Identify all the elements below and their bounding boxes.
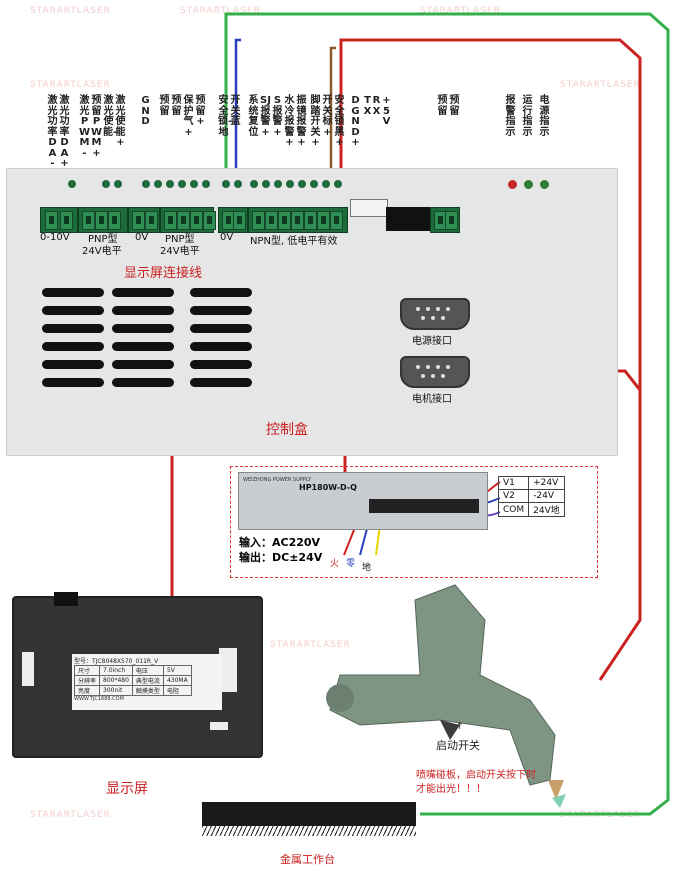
watermark: STARARTLASER bbox=[420, 6, 501, 16]
screen-model: 型号：TJC8048X570_011R_V bbox=[74, 658, 159, 665]
gun-note-line-1: 喷嘴碰板，启动开关按下时 bbox=[416, 770, 536, 781]
power-port-label: 电源接口 bbox=[412, 336, 452, 347]
label-da-plus: 激光功率DA+ bbox=[59, 95, 70, 169]
pnp-voltage-label-2: 24V电平 bbox=[160, 246, 200, 257]
label-reserve-right-2: 预留 bbox=[449, 95, 460, 117]
label-foot-switch: 脚踏开关+ bbox=[310, 95, 321, 148]
label-switch-blue: 开关蓝 bbox=[230, 95, 241, 127]
gun-note-line-2: 才能出光！！！ bbox=[416, 784, 486, 795]
label-dgnd: DGND+ bbox=[351, 95, 360, 148]
label-pwm-minus: 激光PWM- bbox=[79, 95, 91, 159]
motor-port-label: 电机接口 bbox=[412, 394, 452, 405]
label-water-alarm: 水冷报警+ bbox=[284, 95, 295, 148]
switch-arrow-icon: ↑ bbox=[456, 722, 464, 732]
connector-housing bbox=[386, 207, 430, 231]
neutral-wire-label: 零 bbox=[346, 559, 356, 569]
label-safety-lock-ground: 安全锁-地 bbox=[218, 95, 233, 138]
label-switch-mark: 开关标+ bbox=[322, 95, 333, 138]
display-connector[interactable] bbox=[350, 199, 388, 217]
zero-volt-label-2: 0V bbox=[220, 232, 234, 243]
red-signal-wire bbox=[339, 38, 642, 681]
earth-wire-label: 地 bbox=[362, 563, 372, 573]
worktable-label: 金属工作台 bbox=[280, 853, 335, 866]
screen-side-port bbox=[22, 652, 34, 686]
label-sj-alarm: SJ报警+ bbox=[260, 95, 271, 138]
label-reserve-right-1: 预留 bbox=[437, 95, 448, 117]
psu-brand: WEIZHONG POWER SUPPLY bbox=[243, 477, 312, 483]
label-run-indicator: 运行指示 bbox=[522, 95, 533, 138]
npn-label: NPN型, 低电平有效 bbox=[250, 236, 338, 247]
display-screen-label: 显示屏 bbox=[106, 781, 148, 797]
label-enable-plus: 激光使能+ bbox=[115, 95, 126, 148]
label-enable-minus: 激光使能- bbox=[103, 95, 118, 138]
label-rx: RX bbox=[372, 95, 381, 117]
label-system-reset: 系统复位 bbox=[248, 95, 259, 138]
alarm-led-icon bbox=[508, 180, 517, 189]
label-reserve-1: 预留 bbox=[159, 95, 170, 117]
power-supply-unit: WEIZHONG POWER SUPPLY HP180W-D-Q bbox=[238, 472, 488, 530]
screen-side-port-right bbox=[219, 648, 237, 692]
start-switch-label: 启动开关 bbox=[436, 739, 480, 752]
metal-worktable bbox=[202, 802, 416, 836]
psu-terminal-block bbox=[369, 499, 479, 513]
pnp-voltage-label-1: 24V电平 bbox=[82, 246, 122, 257]
terminal-block-pnp-2[interactable] bbox=[160, 207, 216, 233]
label-power-indicator: 电源指示 bbox=[539, 95, 550, 138]
label-galvo-alarm: 振镜报警+ bbox=[296, 95, 307, 148]
label-5v: +5V bbox=[382, 95, 391, 127]
screen-url: WWW.TJC1688.COM bbox=[74, 696, 124, 702]
pnp-label-1: PNP型 bbox=[88, 234, 118, 245]
display-cable-label: 显示屏连接线 bbox=[124, 266, 203, 281]
live-wire-label: 火 bbox=[330, 559, 340, 569]
psu-section bbox=[230, 466, 598, 578]
label-safety-lock-black: 安全锁黑+ bbox=[334, 95, 345, 148]
green-ground-wire bbox=[224, 12, 670, 816]
psu-input-label: 输入：AC220V bbox=[239, 536, 321, 549]
control-box-label: 控制盒 bbox=[266, 422, 308, 438]
psu-model: HP180W-D-Q bbox=[299, 483, 357, 492]
terminal-block-pnp-1[interactable] bbox=[78, 207, 128, 233]
zero-volt-label-1: 0V bbox=[135, 232, 149, 243]
power-port-connector[interactable] bbox=[400, 298, 470, 330]
watermark: STARARTLASER bbox=[30, 6, 111, 16]
run-led-icon bbox=[524, 180, 533, 189]
screen-connector bbox=[54, 592, 78, 606]
terminal-block-analog[interactable] bbox=[40, 207, 78, 233]
watermark: STARARTLASER bbox=[30, 80, 111, 90]
pnp-label-2: PNP型 bbox=[165, 234, 195, 245]
blue-wire bbox=[234, 38, 241, 176]
power-led-icon bbox=[540, 180, 549, 189]
terminal-block-npn[interactable] bbox=[248, 207, 348, 233]
terminal-block-0v[interactable] bbox=[218, 207, 248, 233]
watermark: STARARTLASER bbox=[180, 6, 261, 16]
laser-gun-icon bbox=[326, 584, 566, 808]
screen-sticker bbox=[210, 722, 228, 730]
terminal-block-gnd[interactable] bbox=[128, 207, 160, 233]
analog-label: 0-10V bbox=[40, 232, 70, 243]
label-reserve-2: 预留 bbox=[171, 95, 182, 117]
label-alarm-indicator: 报警指示 bbox=[505, 95, 516, 138]
watermark: STARARTLASER bbox=[30, 810, 111, 820]
watermark: STARARTLASER bbox=[560, 80, 641, 90]
psu-output-label: 输出：DC±24V bbox=[239, 551, 323, 564]
label-s-alarm: S报警+ bbox=[272, 95, 283, 138]
label-da-minus: 激光功率DA- bbox=[47, 95, 58, 169]
label-shield-gas: 保护气+ bbox=[183, 95, 194, 138]
watermark: STARARTLASER bbox=[270, 640, 351, 650]
label-tx: TX bbox=[363, 95, 372, 117]
label-gnd: GND bbox=[141, 95, 150, 127]
label-pwm-plus: 预留PWM+ bbox=[91, 95, 103, 159]
label-reserve-plus: 预留+ bbox=[195, 95, 206, 127]
brown-wire bbox=[329, 46, 336, 176]
terminal-block-reserve[interactable] bbox=[430, 207, 460, 233]
motor-port-connector[interactable] bbox=[400, 356, 470, 388]
